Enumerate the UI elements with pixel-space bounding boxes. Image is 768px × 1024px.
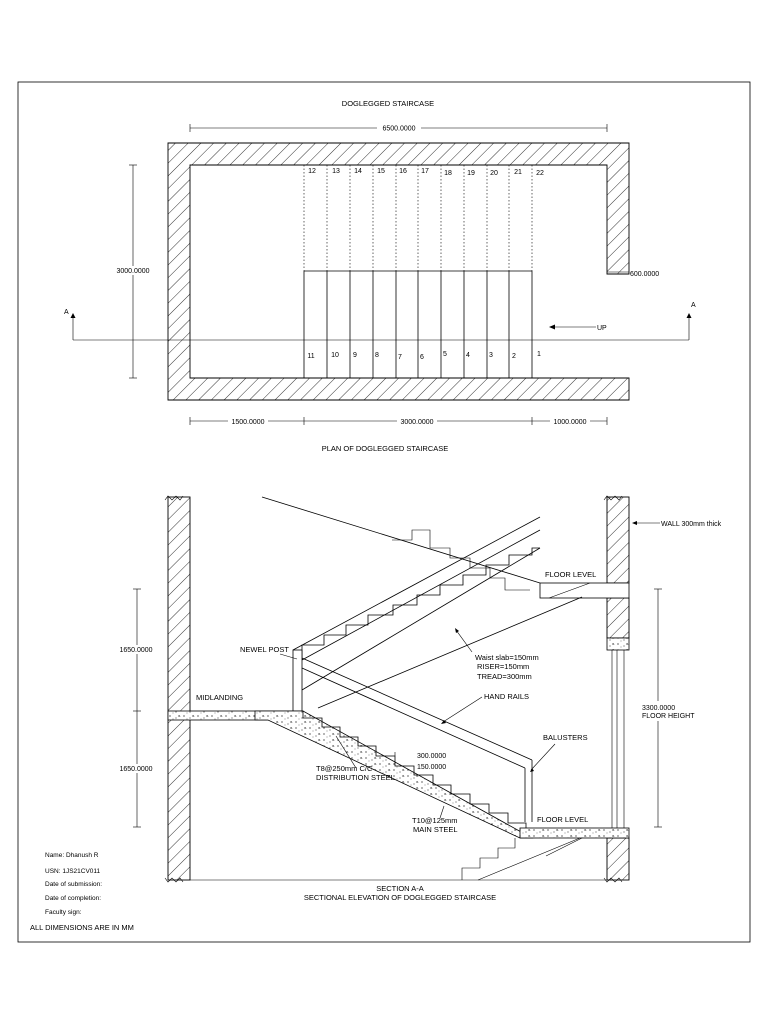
plan-step-number: 18 bbox=[444, 170, 452, 177]
plan-step-number: 8 bbox=[375, 352, 379, 359]
plan-dim-top: 6500.0000 bbox=[382, 126, 415, 133]
main-steel-label-1: T10@125mm bbox=[412, 816, 458, 825]
plan-step-number: 7 bbox=[398, 354, 402, 361]
floor-height-label: FLOOR HEIGHT bbox=[642, 713, 695, 720]
upper-flight-steps bbox=[301, 547, 540, 660]
midlanding-label: MIDLANDING bbox=[196, 693, 243, 702]
plan-step-number: 5 bbox=[443, 351, 447, 358]
section-mark-left: A bbox=[64, 309, 69, 316]
floor-level-top-label: FLOOR LEVEL bbox=[545, 570, 596, 579]
section-left-wall bbox=[167, 496, 191, 881]
hand-rails-label: HAND RAILS bbox=[484, 692, 529, 701]
plan-step-number: 20 bbox=[490, 170, 498, 177]
dim-150-label: 150.0000 bbox=[417, 764, 446, 771]
plan-step-number: 15 bbox=[377, 168, 385, 175]
plan-step-number: 10 bbox=[331, 352, 339, 359]
plan-title: DOGLEGGED STAIRCASE bbox=[342, 99, 434, 108]
section-mark-right: A bbox=[691, 302, 696, 309]
up-arrow-icon bbox=[549, 324, 555, 330]
riser-label: RISER=150mm bbox=[477, 662, 529, 671]
student-name: Name: Dhanush R bbox=[45, 852, 99, 859]
dim-upper-half: 1650.0000 bbox=[119, 647, 152, 654]
plan-step-number: 11 bbox=[307, 353, 314, 360]
plan-step-number: 12 bbox=[308, 168, 316, 175]
plan-dim-bottom-mid: 3000.0000 bbox=[400, 419, 433, 426]
plan-lower-flight bbox=[326, 271, 533, 378]
plan-step-number: 1 bbox=[537, 351, 541, 358]
plan-step-number: 21 bbox=[514, 169, 522, 176]
plan-view: DOGLEGGED STAIRCASE 6500.0000 bbox=[64, 99, 696, 453]
plan-step-number: 22 bbox=[536, 170, 544, 177]
balusters-label: BALUSTERS bbox=[543, 733, 588, 742]
bottom-floor-slab bbox=[519, 827, 630, 839]
newel-post-label: NEWEL POST bbox=[240, 645, 289, 654]
plan-wall bbox=[167, 142, 630, 401]
plan-upper-flight bbox=[303, 165, 533, 271]
floor-level-bottom-label: FLOOR LEVEL bbox=[537, 815, 588, 824]
plan-step-number: 14 bbox=[354, 168, 362, 175]
up-label: UP bbox=[597, 325, 607, 332]
dim-300-label: 300.0000 bbox=[417, 753, 446, 760]
plan-dim-right: 600.0000 bbox=[630, 271, 659, 278]
tread-label: TREAD=300mm bbox=[477, 672, 532, 681]
handrail-lower bbox=[301, 657, 533, 761]
distribution-steel-label-1: T8@250mm C/C bbox=[316, 764, 373, 773]
plan-dim-bottom-right: 1000.0000 bbox=[553, 419, 586, 426]
plan-step-number: 17 bbox=[421, 168, 429, 175]
distribution-steel-label-2: DISTRIBUTION STEEL bbox=[316, 773, 395, 782]
plan-step-number: 16 bbox=[399, 168, 407, 175]
dim-lower-half: 1650.0000 bbox=[119, 766, 152, 773]
newel-post bbox=[292, 649, 303, 713]
date-of-submission: Date of submission: bbox=[45, 881, 102, 888]
plan-step-number: 3 bbox=[489, 352, 493, 359]
plan-dim-bottom-left: 1500.0000 bbox=[231, 419, 264, 426]
plan-step-number: 19 bbox=[467, 170, 475, 177]
section-view: 1650.0000 1650.0000 3300.0000 FLOOR HEIG… bbox=[114, 495, 722, 902]
wall-label: WALL 300mm thick bbox=[661, 521, 722, 528]
plan-step-number: 4 bbox=[466, 352, 470, 359]
main-steel-label-2: MAIN STEEL bbox=[413, 825, 458, 834]
title-block: Name: Dhanush R USN: 1JS21CV011 Date of … bbox=[30, 852, 134, 932]
waist-slab-label: Waist slab=150mm bbox=[475, 653, 539, 662]
faculty-sign: Faculty sign: bbox=[45, 909, 82, 916]
lower-flight-steps bbox=[302, 711, 527, 832]
sheet-border bbox=[17, 81, 751, 943]
handrail-upper bbox=[292, 516, 541, 651]
plan-caption: PLAN OF DOGLEGGED STAIRCASE bbox=[322, 444, 449, 453]
top-floor-slab bbox=[539, 582, 630, 599]
date-of-completion: Date of completion: bbox=[45, 895, 101, 902]
section-caption-2: SECTIONAL ELEVATION OF DOGLEGGED STAIRCA… bbox=[304, 893, 496, 902]
student-usn: USN: 1JS21CV011 bbox=[45, 868, 101, 875]
section-right-wall bbox=[606, 496, 630, 584]
plan-step-number: 2 bbox=[512, 353, 516, 360]
plan-step-number: 6 bbox=[420, 354, 424, 361]
plan-step-number: 9 bbox=[353, 352, 357, 359]
dimensions-note: ALL DIMENSIONS ARE IN MM bbox=[30, 923, 134, 932]
plan-step-number: 13 bbox=[332, 168, 340, 175]
section-caption-1: SECTION A-A bbox=[376, 884, 424, 893]
plan-dim-left: 3000.0000 bbox=[116, 268, 149, 275]
floor-height-value: 3300.0000 bbox=[642, 705, 675, 712]
